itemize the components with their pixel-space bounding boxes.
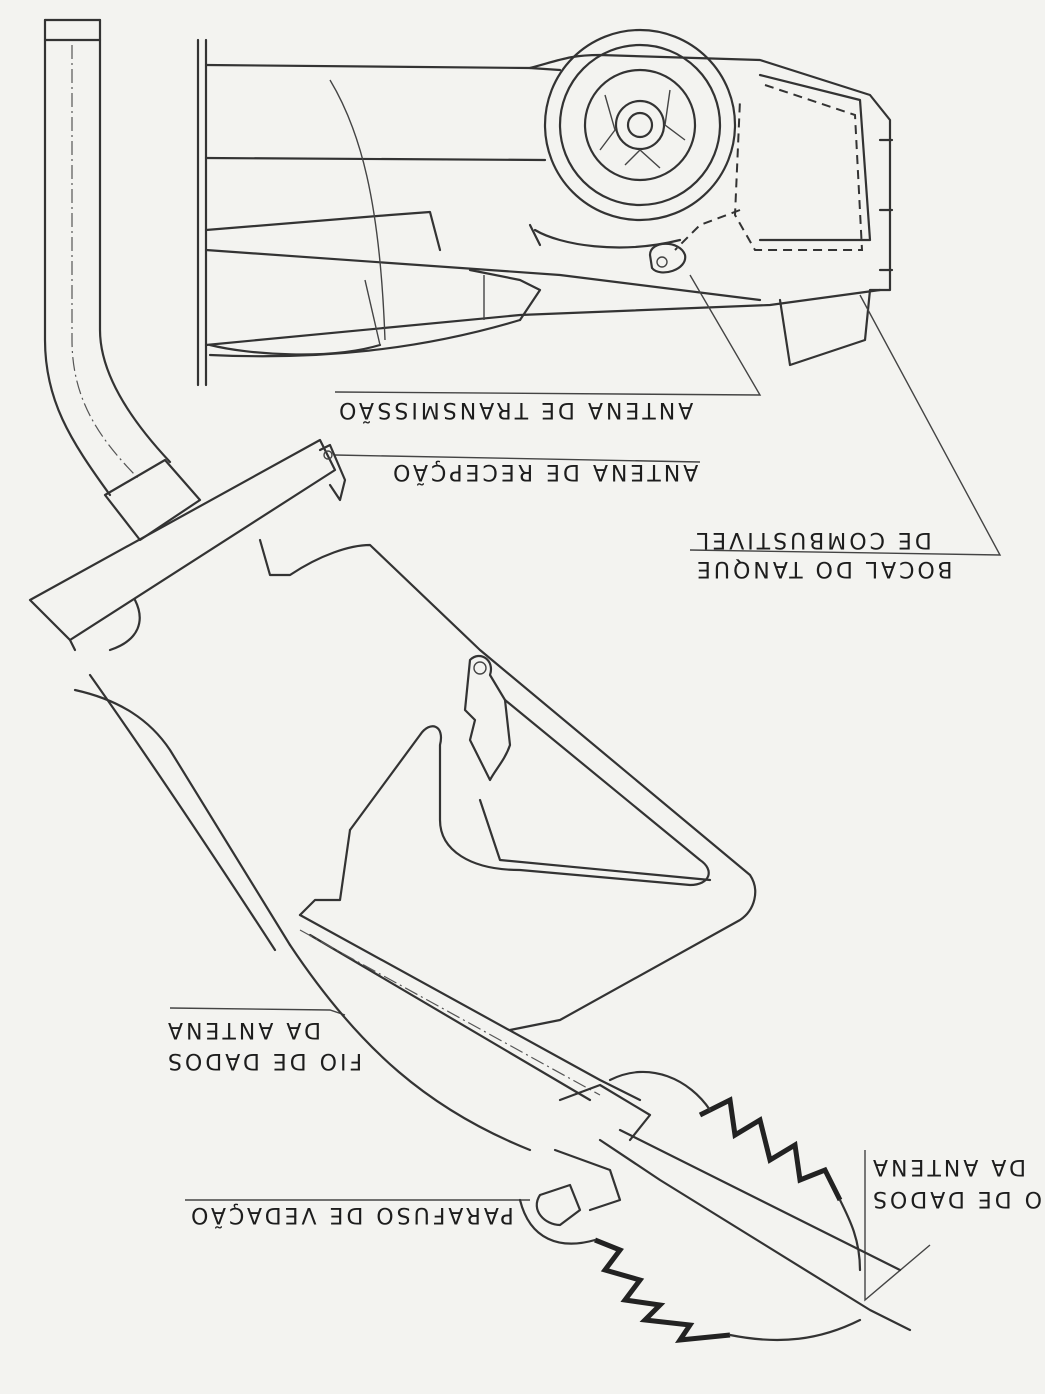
leader-lines: [169, 274, 1002, 1302]
label-antenna-reception: ANTENA DE RECEPÇÃO: [390, 459, 699, 484]
label-antenna-data-wire-right-line2: DA ANTENA: [870, 1154, 1026, 1179]
label-antenna-data-wire-left-line1: FIO DE DADOS: [165, 1048, 363, 1073]
fuel-nozzle: [28, 18, 912, 1344]
label-fuel-tank-nozzle-line2: DE COMBUSTIVEL: [694, 527, 932, 552]
label-antenna-data-wire-right-line1: FIO DE DADOS: [870, 1186, 1045, 1211]
label-fuel-tank-nozzle-line1: BOCAL DO TANQUE: [694, 556, 953, 581]
label-antenna-data-wire-left-line2: DA ANTENA: [165, 1017, 321, 1042]
vehicle-rear-view: [196, 28, 894, 387]
label-antenna-transmission: ANTENA DE TRANSMISSÃO: [336, 397, 694, 422]
label-sealing-screw: PARAFUSO DE VEDAÇÃO: [188, 1202, 514, 1227]
